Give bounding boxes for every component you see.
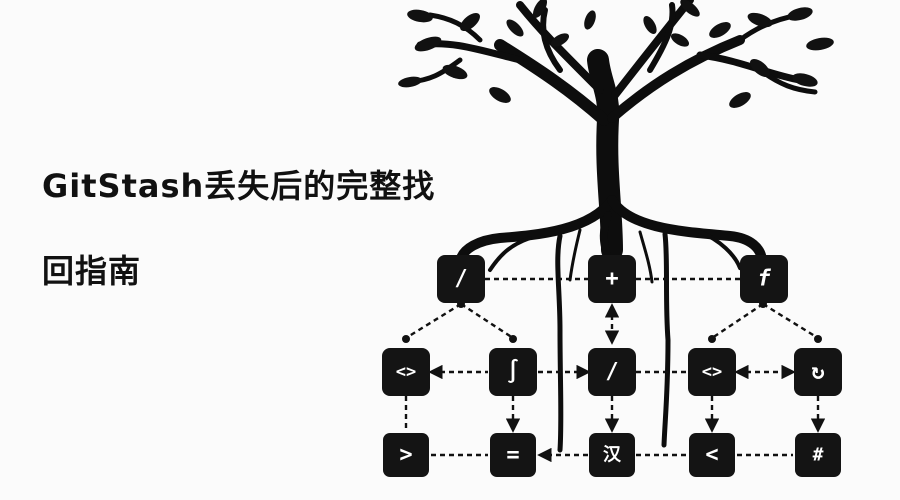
svg-text:<>: <> (396, 362, 416, 382)
node-top-left: / (437, 255, 485, 303)
svg-text:<: < (705, 443, 718, 468)
svg-text:f: f (757, 267, 771, 292)
node-mid-4: <> (688, 348, 736, 396)
node-top-center: + (588, 255, 636, 303)
node-mid-2: ∫ (489, 348, 537, 396)
node-bot-1: > (383, 433, 429, 477)
title-line-1: GitStash丢失后的完整找 (42, 167, 436, 205)
node-mid-3: / (588, 348, 636, 396)
diagram-connectors (402, 277, 826, 463)
tree-canopy (398, 0, 834, 261)
node-top-right: f (740, 255, 788, 303)
svg-text:/: / (454, 267, 467, 292)
node-mid-5: ↻ (794, 348, 842, 396)
svg-text:<>: <> (702, 362, 722, 382)
svg-text:汉: 汉 (603, 445, 622, 466)
node-bot-5: # (795, 433, 841, 477)
node-bot-4: < (689, 433, 735, 477)
svg-text:=: = (506, 443, 519, 468)
node-bot-3: 汉 (589, 433, 635, 477)
svg-text:↻: ↻ (811, 360, 824, 385)
tree-roots (455, 195, 767, 453)
svg-text:∫: ∫ (506, 359, 519, 385)
node-bot-2: = (490, 433, 536, 477)
svg-text:/: / (605, 360, 618, 385)
title-line-2: 回指南 (42, 252, 142, 290)
svg-text:+: + (605, 267, 618, 292)
svg-text:>: > (399, 443, 412, 468)
node-mid-1: <> (382, 348, 430, 396)
svg-text:#: # (813, 445, 824, 466)
